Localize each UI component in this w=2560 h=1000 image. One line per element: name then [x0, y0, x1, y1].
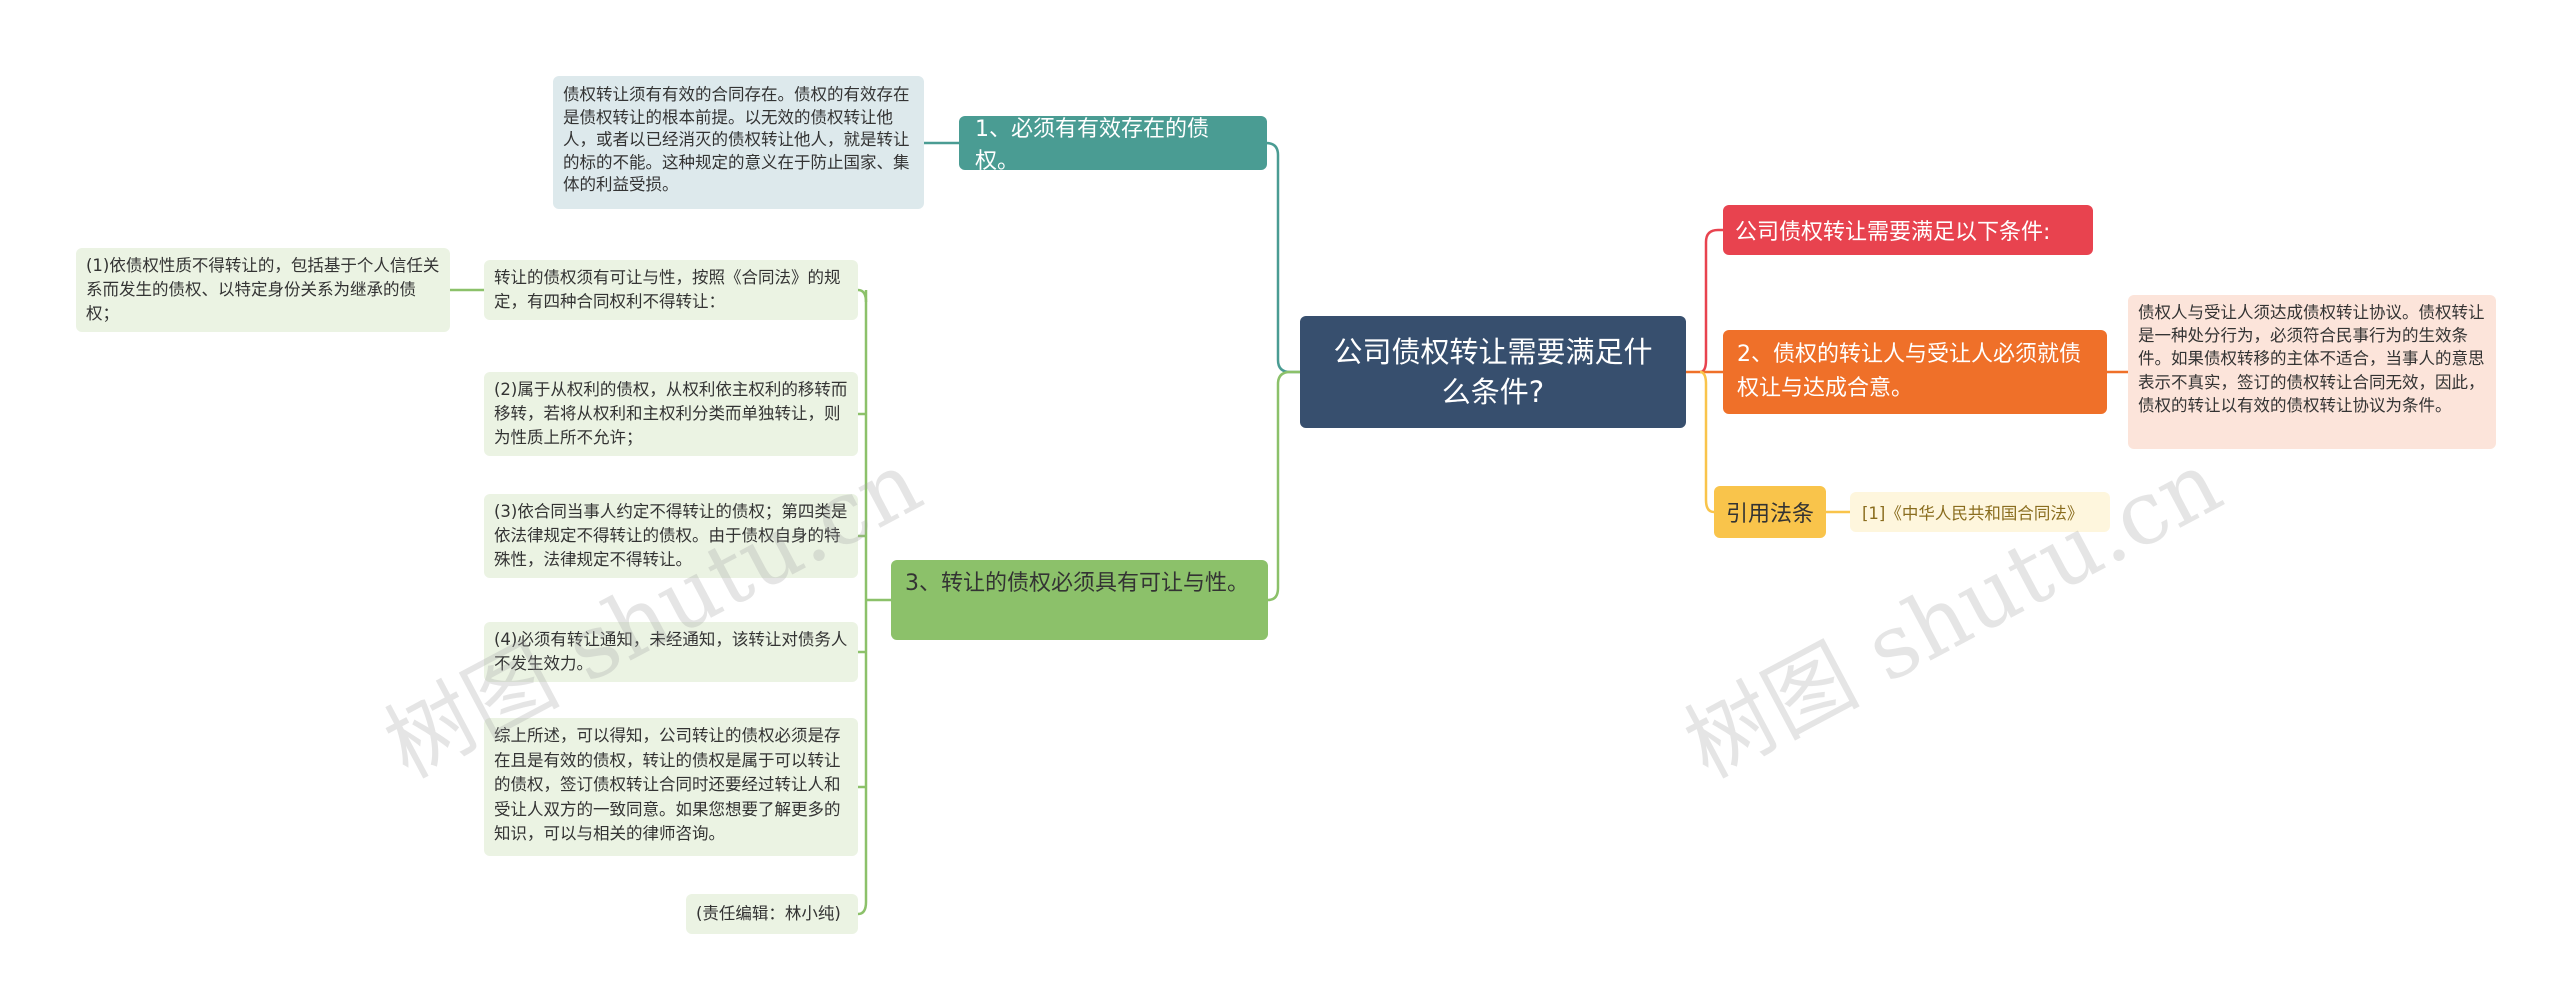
editor-credit[interactable]: (责任编辑：林小纯) — [686, 894, 858, 934]
branch-agreement-detail-text: 债权人与受让人须达成债权转让协议。债权转让是一种处分行为，必须符合民事行为的生效… — [2138, 303, 2485, 415]
transferability-summary-text: 综上所述，可以得知，公司转让的债权必须是存在且是有效的债权，转让的债权是属于可以… — [494, 726, 841, 843]
transferability-item-3[interactable]: (3)依合同当事人约定不得转让的债权；第四类是依法律规定不得转让的债权。由于债权… — [484, 494, 858, 578]
conditions-header[interactable]: 公司债权转让需要满足以下条件: — [1723, 205, 2093, 255]
branch-valid-debt-detail-text: 债权转让须有有效的合同存在。债权的有效存在是债权转让的根本前提。以无效的债权转让… — [563, 85, 910, 194]
branch-valid-debt-label: 1、必须有有效存在的债权。 — [975, 117, 1209, 174]
citation-item-text: [1]《中华人民共和国合同法》 — [1862, 504, 2084, 523]
transferability-subitem-1[interactable]: (1)依债权性质不得转让的，包括基于个人信任关系而发生的债权、以特定身份关系为继… — [76, 248, 450, 332]
transferability-summary[interactable]: 综上所述，可以得知，公司转让的债权必须是存在且是有效的债权，转让的债权是属于可以… — [484, 718, 858, 856]
transferability-item-2[interactable]: (2)属于从权利的债权，从权利依主权利的移转而移转，若将从权利和主权利分类而单独… — [484, 372, 858, 456]
citation-node[interactable]: 引用法条 — [1714, 486, 1826, 538]
citation-label: 引用法条 — [1725, 502, 1814, 527]
citation-item[interactable]: [1]《中华人民共和国合同法》 — [1850, 492, 2110, 532]
branch-valid-debt[interactable]: 1、必须有有效存在的债权。 — [959, 116, 1267, 174]
branch-agreement-label: 2、债权的转让人与受让人必须就债权让与达成合意。 — [1737, 342, 2081, 401]
branch-transferability[interactable]: 3、转让的债权必须具有可让与性。 — [891, 560, 1268, 640]
transferability-item-text: 转让的债权须有可让与性，按照《合同法》的规定，有四种合同权利不得转让： — [494, 268, 841, 311]
branch-agreement-detail[interactable]: 债权人与受让人须达成债权转让协议。债权转让是一种处分行为，必须符合民事行为的生效… — [2128, 295, 2496, 449]
branch-agreement[interactable]: 2、债权的转让人与受让人必须就债权让与达成合意。 — [1723, 330, 2107, 414]
editor-credit-text: (责任编辑：林小纯) — [696, 904, 841, 923]
transferability-item-text: (3)依合同当事人约定不得转让的债权；第四类是依法律规定不得转让的债权。由于债权… — [494, 502, 848, 569]
transferability-item-text: (2)属于从权利的债权，从权利依主权利的移转而移转，若将从权利和主权利分类而单独… — [494, 380, 848, 447]
branch-valid-debt-detail[interactable]: 债权转让须有有效的合同存在。债权的有效存在是债权转让的根本前提。以无效的债权转让… — [553, 76, 924, 209]
transferability-item-text: (4)必须有转让通知，未经通知，该转让对债务人不发生效力。 — [494, 630, 848, 673]
branch-transferability-label: 3、转让的债权必须具有可让与性。 — [905, 571, 1249, 596]
transferability-subitem-text: (1)依债权性质不得转让的，包括基于个人信任关系而发生的债权、以特定身份关系为继… — [86, 256, 440, 323]
transferability-item-4[interactable]: (4)必须有转让通知，未经通知，该转让对债务人不发生效力。 — [484, 622, 858, 682]
transferability-item-intro[interactable]: 转让的债权须有可让与性，按照《合同法》的规定，有四种合同权利不得转让： — [484, 260, 858, 320]
root-node[interactable]: 公司债权转让需要满足什么条件? — [1300, 316, 1686, 428]
root-label: 公司债权转让需要满足什么条件? — [1333, 335, 1653, 409]
conditions-header-label: 公司债权转让需要满足以下条件: — [1735, 220, 2051, 245]
